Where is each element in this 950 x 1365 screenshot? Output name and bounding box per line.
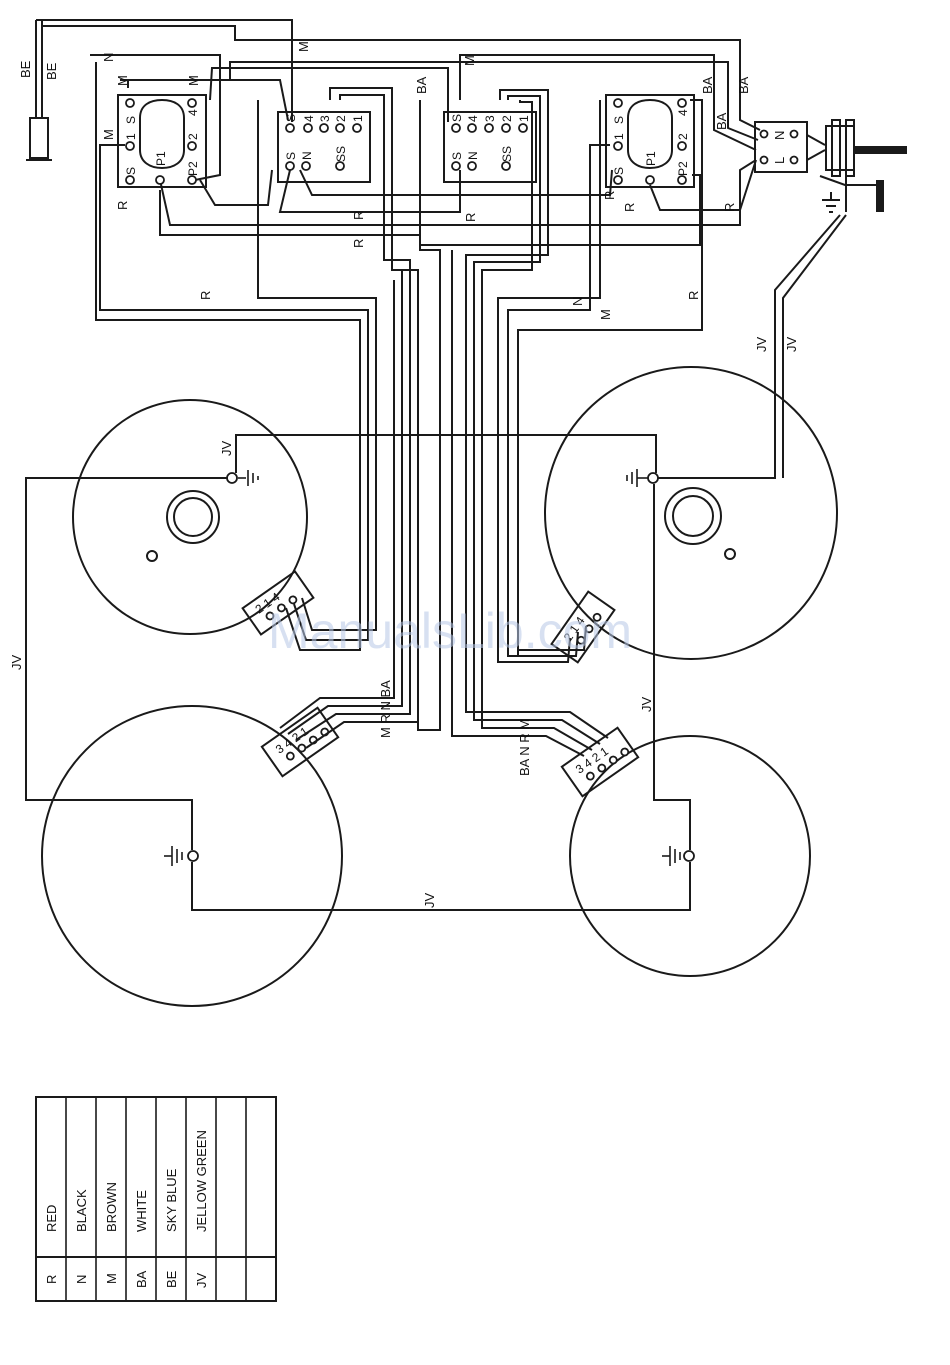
terminal-ss: SS [334, 146, 348, 162]
terminal-ss: SS [500, 146, 514, 162]
plate-wire-bundles [280, 250, 608, 756]
power-cord: BE BE [18, 20, 59, 160]
earth-icon [662, 846, 680, 866]
wire-label-r: R [115, 201, 130, 210]
wire-label-r: R [351, 239, 366, 248]
wire-label-ba: BA [714, 112, 729, 130]
terminal-p2: P2 [676, 161, 690, 176]
key-code-r: R [44, 1275, 59, 1284]
pilot-lamp: N L [755, 122, 825, 172]
wire-label-m: M [186, 75, 201, 86]
key-name-sky-blue: SKY BLUE [164, 1168, 179, 1232]
wire-label-jv: JV [754, 337, 769, 353]
terminal-2: 2 [500, 115, 514, 122]
wire-label-jv: JV [9, 655, 24, 671]
connector-pins-label: 3 4 2 1 [273, 724, 311, 757]
energy-regulator-1: S 1 4 2 S P1 P2 [118, 95, 206, 187]
wire-label-n: N [570, 297, 585, 306]
key-name-brown: BROWN [104, 1182, 119, 1232]
terminal-4: 4 [186, 109, 200, 116]
key-code-jv: JV [194, 1273, 209, 1289]
hotplate-bottom-right: 3 4 2 1 [562, 728, 810, 976]
lamp-terminal-n: N [772, 131, 787, 140]
earth-terminal-icon [822, 192, 840, 212]
terminal-p1: P1 [644, 151, 658, 166]
wire-label-be-top: BE [18, 60, 33, 78]
key-code-ba: BA [134, 1270, 149, 1288]
terminal-n: N [466, 151, 480, 160]
wire-label-m: M [101, 129, 116, 140]
terminal-4: 4 [302, 115, 316, 122]
wire-label-r: R [722, 203, 737, 212]
terminal-3: 3 [483, 115, 497, 122]
terminal-s: S [124, 116, 138, 124]
wire-label-be-cable: BE [44, 62, 59, 80]
terminal-1: 1 [612, 133, 626, 140]
wire-label-m: M [115, 75, 130, 86]
terminal-p2: P2 [186, 161, 200, 176]
earth-icon [164, 846, 182, 866]
terminal-s-lower: S [284, 152, 298, 160]
terminal-p1: P1 [154, 151, 168, 166]
wire-label-n: N [101, 53, 116, 62]
wire-label-jv: JV [422, 893, 437, 909]
hotplate-bottom-left: 3 4 2 1 [42, 706, 342, 1006]
terminal-s-bottom: S [612, 167, 626, 175]
terminal-4: 4 [676, 109, 690, 116]
key-name-red: RED [44, 1205, 59, 1232]
earth-icon [627, 469, 648, 487]
mains-terminal-block [820, 120, 907, 212]
terminal-1: 1 [517, 115, 531, 122]
key-code-be: BE [164, 1270, 179, 1288]
wire-label-ba: BA [736, 76, 751, 94]
terminal-2: 2 [186, 133, 200, 140]
wire-label-r: R [602, 191, 617, 200]
wire-label-m: M [296, 41, 311, 52]
key-code-n: N [74, 1275, 89, 1284]
plate-connector-bottom-left: 3 4 2 1 [262, 708, 338, 776]
wire-label-ba: BA [700, 76, 715, 94]
terminal-2: 2 [676, 133, 690, 140]
lamp-terminal-l: L [772, 157, 787, 164]
energy-regulator-3: S 4 3 2 1 S N SS [444, 112, 536, 182]
terminal-3: 3 [318, 115, 332, 122]
wire-label-r: R [198, 291, 213, 300]
terminal-s-lower: S [450, 152, 464, 160]
key-name-white: WHITE [134, 1190, 149, 1232]
terminal-s-bottom: S [124, 167, 138, 175]
terminal-n: N [300, 151, 314, 160]
watermark: ManualsLib.com [268, 603, 632, 659]
wire-label-ba: BA [414, 76, 429, 94]
wire-label-r: R [686, 291, 701, 300]
terminal-1: 1 [351, 115, 365, 122]
wire-label-jv: JV [639, 697, 654, 713]
key-name-jellow-green: JELLOW GREEN [194, 1130, 209, 1232]
energy-regulator-4: S 1 4 2 S P1 P2 [606, 95, 694, 187]
key-code-m: M [104, 1273, 119, 1284]
wire-label-r: R [351, 211, 366, 220]
wire-label-mrnba: M R N BA [378, 680, 393, 738]
terminal-4: 4 [466, 115, 480, 122]
terminal-s: S [450, 114, 464, 122]
earth-icon [238, 470, 258, 486]
wire-label-m: M [462, 55, 477, 66]
wire-label-r: R [622, 203, 637, 212]
key-name-black: BLACK [74, 1189, 89, 1232]
wire-label-jv: JV [219, 441, 234, 457]
energy-regulator-2: S 4 3 2 1 S N SS [278, 112, 370, 182]
terminal-s: S [284, 114, 298, 122]
wire-label-banrm: BA N R M [517, 719, 532, 776]
terminal-2: 2 [334, 115, 348, 122]
wire-label-jv: JV [784, 337, 799, 353]
wire-label-m: M [598, 309, 613, 320]
colour-key-table: R RED N BLACK M BROWN BA WHITE BE SKY BL… [36, 1097, 276, 1301]
terminal-1: 1 [124, 133, 138, 140]
terminal-s: S [612, 116, 626, 124]
wire-label-r: R [463, 213, 478, 222]
